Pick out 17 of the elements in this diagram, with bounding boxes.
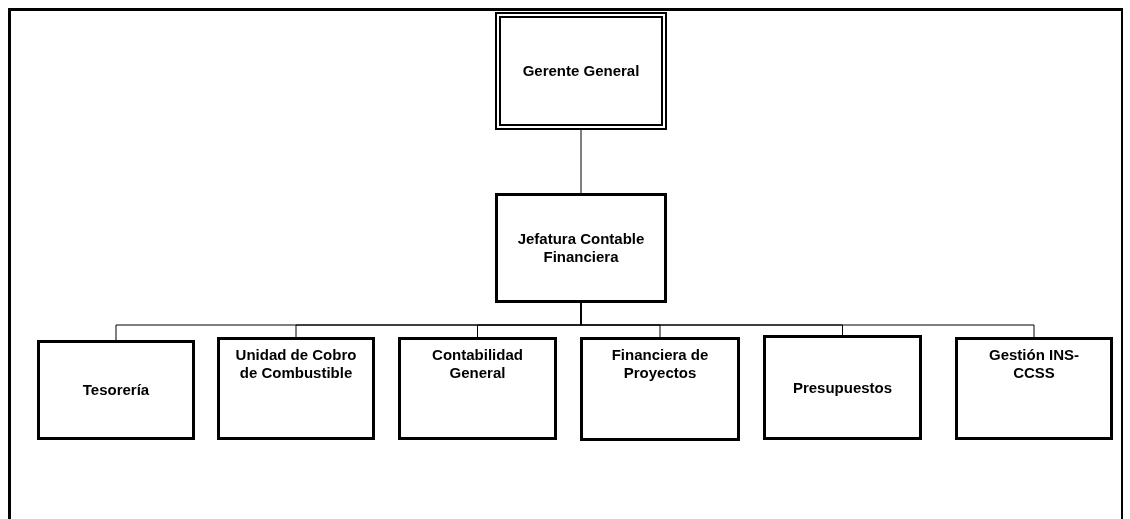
box-label: Gestión INS-CCSS [988,346,1080,382]
org-box [217,337,375,440]
org-box [495,193,667,303]
org-box [580,337,740,441]
box-label: Gerente General [522,62,640,80]
connector-line [580,129,582,194]
box-label: Financiera de Proyectos [610,346,710,382]
org-box [495,12,667,130]
box-label: Presupuestos [792,378,893,397]
org-box [398,337,557,440]
org-box [37,340,195,440]
box-label: Unidad de Cobro de Combustible [234,346,358,382]
org-box [763,335,922,440]
box-label: Contabilidad General [431,346,524,382]
box-label: Tesorería [82,381,150,399]
box-label: Jefatura Contable Financiera [516,230,646,266]
org-box [955,337,1113,440]
